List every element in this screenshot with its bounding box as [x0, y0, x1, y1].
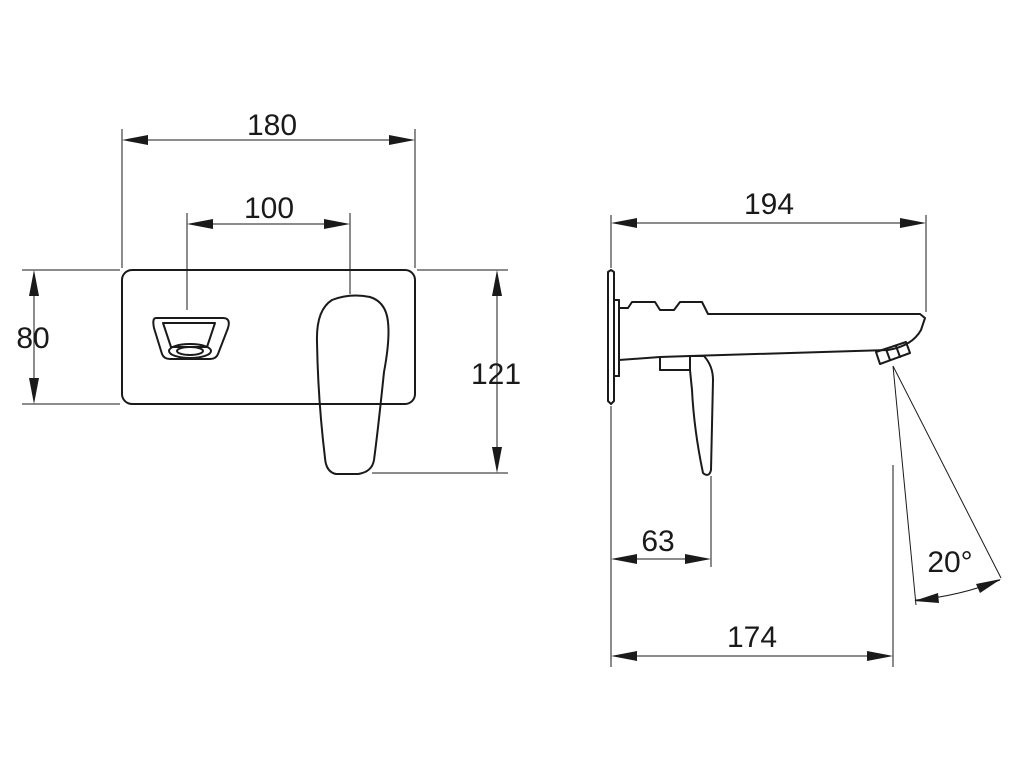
dim-line-outlet-distance [611, 651, 893, 661]
front-view: 180 100 80 121 [16, 109, 521, 475]
dim-line-spout-length [611, 218, 926, 228]
dim-label-handle-offset: 63 [641, 525, 674, 558]
side-view: 194 63 174 20° [607, 188, 1002, 667]
dim-label-lever-spacing: 100 [244, 192, 294, 225]
dim-line-handle-offset [611, 554, 711, 564]
dim-label-spout-length: 194 [744, 188, 794, 221]
dim-line-front-width [122, 135, 415, 145]
dim-label-spray-angle: 20° [927, 546, 972, 579]
dim-label-outlet-distance: 174 [727, 621, 777, 654]
dim-line-total-height [492, 270, 502, 473]
side-wall-plate [607, 269, 615, 405]
wall-plate-outline [121, 269, 416, 405]
side-lever [689, 355, 714, 476]
dim-arc-spray-angle [914, 579, 1001, 603]
dim-label-front-width: 180 [247, 109, 297, 142]
dim-line-plate-height [29, 270, 39, 404]
dim-label-plate-height: 80 [16, 322, 49, 355]
lever-handle-outline [315, 294, 390, 475]
diverter-knob [152, 317, 230, 360]
spout-body [618, 301, 926, 361]
dim-label-total-height: 121 [471, 358, 521, 391]
dim-line-lever-spacing [187, 219, 350, 229]
